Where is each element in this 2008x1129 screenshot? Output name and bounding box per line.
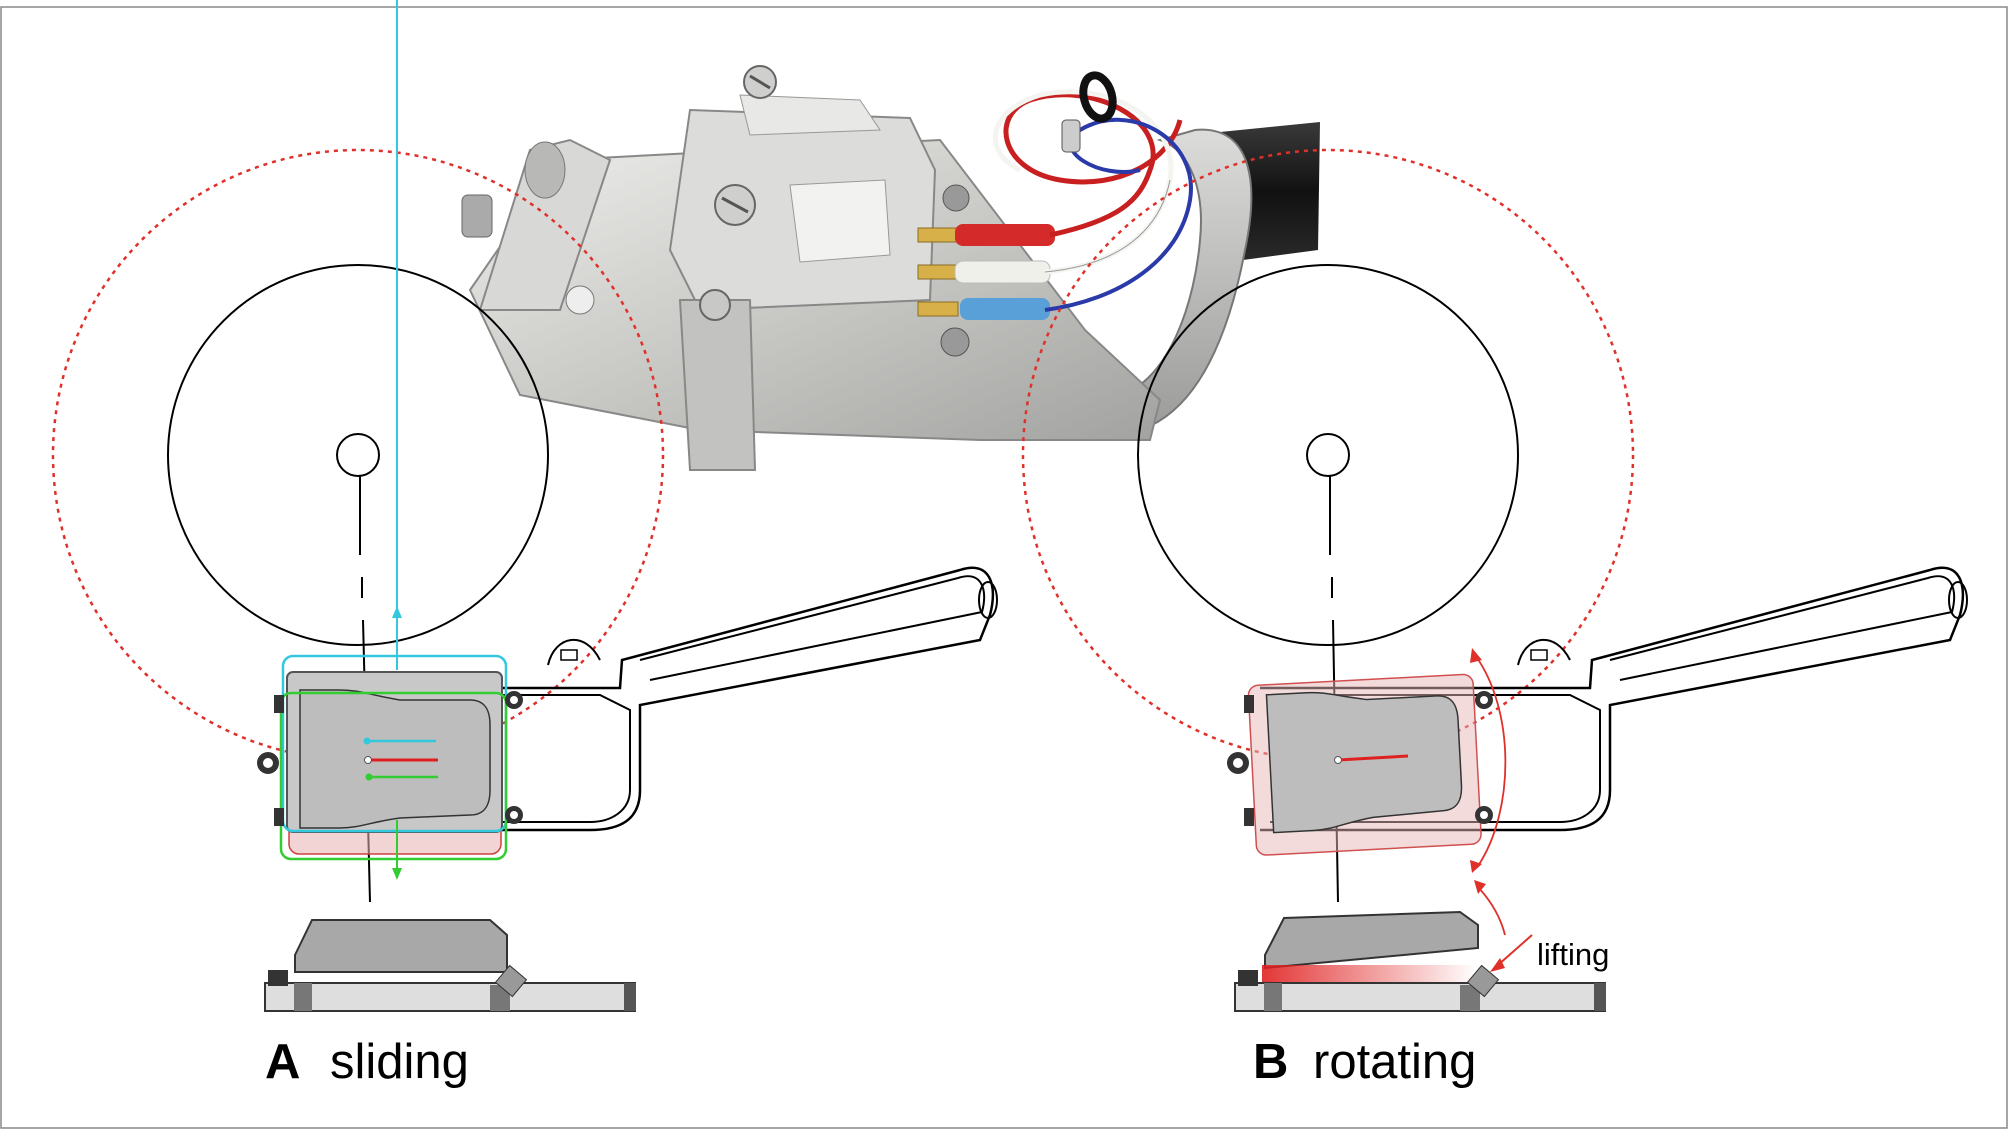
panel-caption-a: sliding xyxy=(330,1035,469,1089)
white-sleeve xyxy=(954,260,1051,284)
blue-wire xyxy=(1044,117,1193,312)
stud xyxy=(1061,119,1081,153)
red-mark xyxy=(1337,754,1409,762)
spindle-circle xyxy=(336,433,380,477)
cartridge-a xyxy=(286,671,503,833)
panel-letter-b: B xyxy=(1253,1035,1288,1089)
blue-sleeve xyxy=(960,298,1050,320)
front-block xyxy=(678,299,757,471)
panel-letter-a: A xyxy=(265,1035,300,1089)
screw-icon xyxy=(940,327,970,357)
top-block-cap xyxy=(739,94,881,136)
lifting-label: lifting xyxy=(1537,937,1609,972)
rotation-arrow xyxy=(1474,654,1507,867)
lifting-pointer xyxy=(1497,934,1533,966)
gold-pin xyxy=(917,264,959,280)
tonearm-a xyxy=(290,566,998,832)
lifting-arc xyxy=(1477,886,1506,936)
side-view-b xyxy=(1234,910,1606,1012)
record-circle xyxy=(167,264,549,646)
panel-caption-b: rotating xyxy=(1313,1035,1476,1089)
green-frame xyxy=(279,691,508,861)
cartridge-b xyxy=(1247,673,1482,856)
record-circle xyxy=(1137,264,1519,646)
o-ring xyxy=(1079,71,1117,123)
tonearm-b xyxy=(1260,566,1968,832)
bracket-hole xyxy=(524,141,566,199)
side-view-a xyxy=(264,919,636,1012)
gold-pin xyxy=(917,227,959,243)
slot xyxy=(789,179,891,263)
pin-icon xyxy=(565,285,595,315)
headshell-photo xyxy=(461,65,1320,471)
screw-icon xyxy=(942,184,970,212)
spindle-circle xyxy=(1306,433,1350,477)
screw-icon xyxy=(699,289,731,321)
panel-a: A sliding xyxy=(51,0,998,1089)
side-screw-icon xyxy=(461,194,493,238)
panel-b: lifting B rotating xyxy=(1021,148,1968,1089)
gold-pin xyxy=(917,301,959,317)
red-sleeve xyxy=(955,224,1055,246)
headshell-bracket xyxy=(478,138,612,311)
outer-border xyxy=(0,6,2008,1129)
